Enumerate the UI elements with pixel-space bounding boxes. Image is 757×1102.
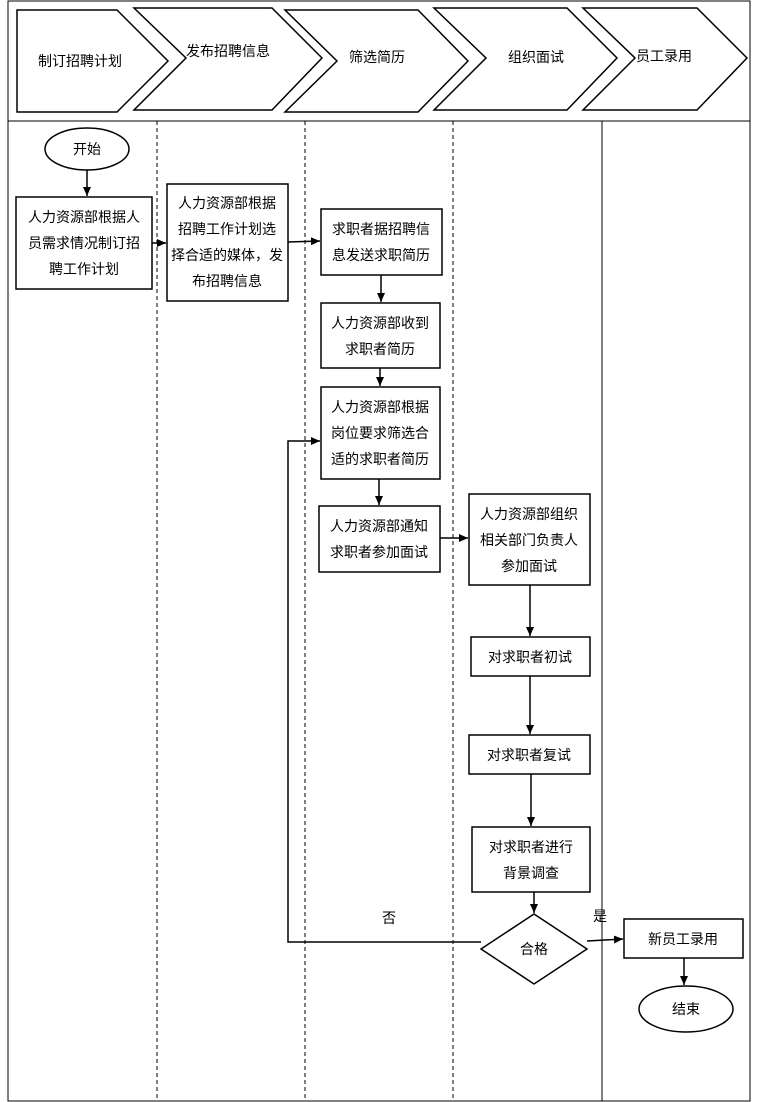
send-line-2: 息发送求职简历 (332, 247, 430, 264)
notify-interview-box (318, 505, 441, 573)
plan-line-2: 员需求情况制订招 (28, 236, 140, 252)
organize-line-3: 参加面试 (501, 558, 557, 575)
first-interview-label: 对求职者初试 (488, 649, 572, 666)
second-interview-label: 对求职者复试 (487, 747, 571, 764)
stage-chevron-4 (432, 7, 619, 111)
decision-diamond (479, 913, 589, 985)
screen-line-2: 岗位要求筛选合 (331, 426, 429, 442)
stage-label-5: 员工录用 (636, 49, 692, 65)
first-interview-box (470, 636, 591, 677)
edge-label-no: 否 (382, 911, 396, 927)
plan-line-1: 人力资源部根据人 (28, 210, 140, 226)
publish-box (166, 183, 289, 302)
stage-label-3: 筛选简历 (349, 49, 405, 66)
end-label: 结束 (672, 1002, 700, 1018)
background-check-box (471, 826, 591, 893)
receive-resume-box (320, 302, 441, 369)
second-interview-box (468, 734, 591, 775)
edge-label-yes: 是 (593, 909, 607, 925)
send-line-1: 求职者据招聘信 (332, 222, 430, 238)
publish-line-2: 招聘工作计划选 (178, 222, 276, 238)
decision-label: 合格 (520, 942, 548, 958)
publish-line-1: 人力资源部根据 (178, 196, 276, 212)
organize-line-1: 人力资源部组织 (480, 507, 578, 523)
plan-box (15, 196, 153, 290)
outer-frame (7, 0, 751, 1102)
screen-line-1: 人力资源部根据 (331, 400, 429, 416)
publish-line-3: 择合适的媒体，发 (171, 248, 283, 264)
send-resume-box (320, 208, 443, 276)
receive-line-2: 求职者简历 (345, 341, 415, 358)
stage-chevron-3 (283, 9, 470, 113)
organize-line-2: 相关部门负责人 (480, 533, 578, 549)
hire-label: 新员工录用 (648, 932, 718, 948)
stage-label-1: 制订招聘计划 (38, 54, 122, 70)
stage-chevron-2 (132, 7, 324, 111)
start-label: 开始 (73, 142, 101, 158)
receive-line-1: 人力资源部收到 (331, 316, 429, 332)
stage-chevron-5 (581, 7, 749, 111)
hire-box (623, 918, 744, 959)
publish-line-4: 布招聘信息 (192, 273, 262, 290)
notify-line-2: 求职者参加面试 (330, 544, 428, 561)
screen-line-3: 适的求职者简历 (331, 451, 429, 468)
arrow-decision-no-loop (287, 437, 481, 943)
stage-chevron-1 (16, 9, 170, 113)
arrow-publish-send (287, 237, 321, 246)
end-node (638, 985, 734, 1033)
stage-label-4: 组织面试 (508, 50, 564, 66)
plan-line-3: 聘工作计划 (49, 262, 119, 278)
arrow-decision-yes (586, 935, 624, 944)
notify-line-1: 人力资源部通知 (330, 518, 428, 535)
screen-resume-box (320, 386, 441, 480)
background-line-1: 对求职者进行 (489, 840, 573, 856)
background-line-2: 背景调查 (503, 866, 559, 882)
stage-label-2: 发布招聘信息 (186, 43, 270, 60)
